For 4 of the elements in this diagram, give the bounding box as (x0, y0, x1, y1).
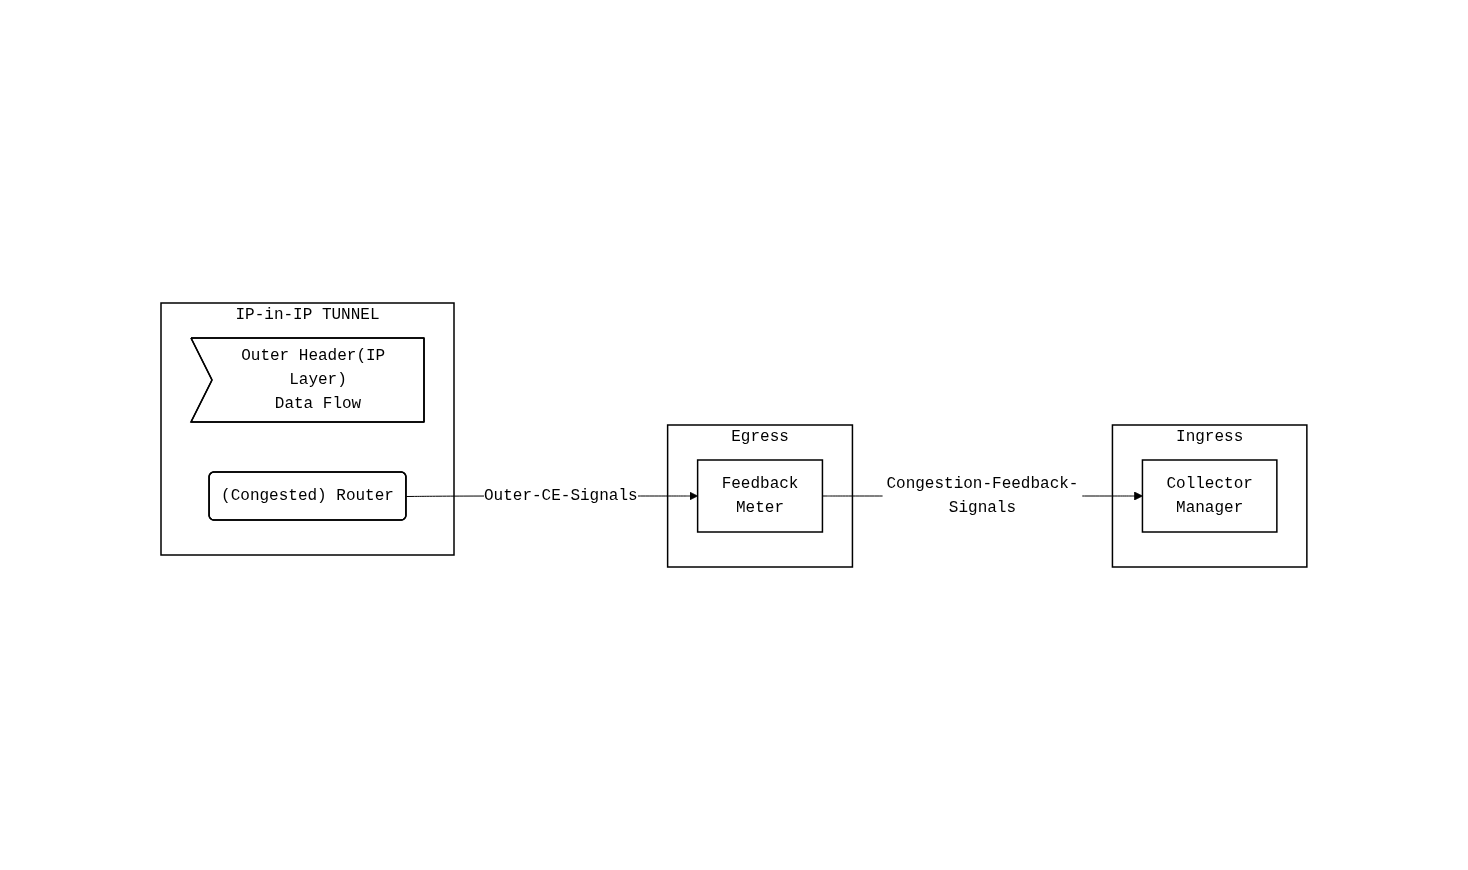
node-box: Feedback Meter (696, 459, 824, 533)
edge-label: Congestion-Feedback-Signals (886, 475, 1079, 517)
edge-label: Outer-CE-Signals (484, 487, 638, 505)
node-box: Collector Manager (1141, 459, 1278, 533)
